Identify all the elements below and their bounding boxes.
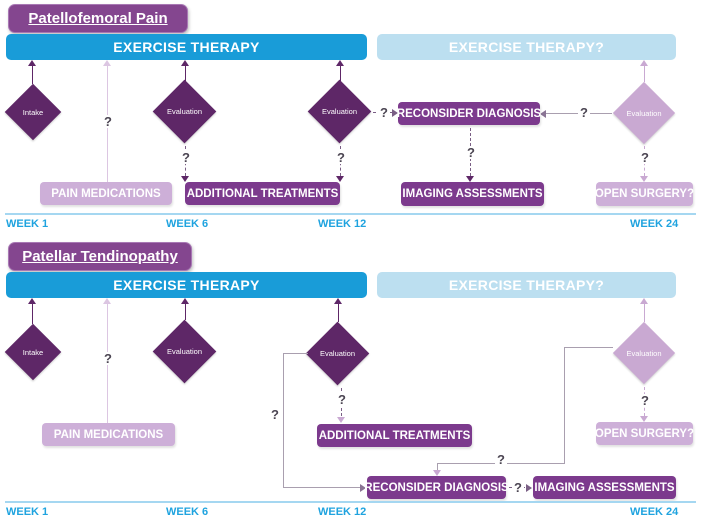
connector-line (340, 66, 341, 81)
question-mark: ? (378, 105, 390, 120)
evaluation-label: Evaluation (626, 348, 662, 358)
arrow-right-icon (360, 484, 366, 492)
diagram1-intake-diamond: Intake (4, 83, 62, 141)
connector-line (437, 463, 438, 471)
arrow-down-icon (640, 176, 648, 182)
question-mark: ? (512, 480, 524, 495)
arrow-up-icon (181, 298, 189, 304)
diagram2-evaluation-week6-diamond: Evaluation (152, 319, 217, 384)
diagram2-open-surgery-box: OPEN SURGERY? (595, 422, 694, 445)
arrow-right-icon (526, 484, 532, 492)
evaluation-label: Evaluation (319, 349, 356, 358)
diagram1-evaluation-week6-diamond: Evaluation (152, 79, 217, 144)
arrow-up-icon (28, 298, 36, 304)
diagram1-evaluation-week24-diamond: Evaluation (612, 81, 676, 145)
intake-label: Intake (22, 107, 44, 117)
diagram1-reconsider-diagnosis-box: RECONSIDER DIAGNOSIS (397, 102, 541, 125)
arrow-up-icon (28, 60, 36, 66)
connector-line (283, 353, 284, 488)
diagram2-reconsider-diagnosis-box: RECONSIDER DIAGNOSIS (364, 476, 509, 499)
connector-line (338, 304, 339, 322)
diagram2-title: Patellar Tendinopathy (8, 242, 192, 271)
arrow-up-icon (336, 60, 344, 66)
diagram1-additional-treatments-box: ADDITIONAL TREATMENTS (185, 182, 340, 205)
arrow-up-icon (181, 60, 189, 66)
diagram2-evaluation-week12-diamond: Evaluation (305, 321, 370, 386)
arrow-down-icon (181, 176, 189, 182)
diagram2-additional-treatments-box: ADDITIONAL TREATMENTS (317, 424, 472, 447)
connector-line (564, 347, 613, 348)
diagram1-imaging-assessments-box: IMAGING ASSESSMENTS (401, 182, 544, 206)
week-label: WEEK 1 (6, 218, 49, 230)
arrow-down-icon (337, 417, 345, 423)
arrow-up-icon (103, 60, 111, 66)
arrow-up-icon (640, 298, 648, 304)
timeline-axis (5, 213, 696, 215)
question-mark: ? (639, 150, 651, 165)
question-mark: ? (102, 351, 114, 366)
connector-line (644, 66, 645, 82)
connector-line (185, 304, 186, 320)
diagram1-exercise-therapy-question-bar: EXERCISE THERAPY? (377, 34, 676, 60)
diagram2-exercise-therapy-question-bar: EXERCISE THERAPY? (377, 272, 676, 298)
diagram2-imaging-assessments-box: IMAGING ASSESSMENTS (533, 476, 676, 499)
question-mark: ? (465, 145, 477, 160)
arrow-left-icon (540, 110, 546, 118)
connector-line (283, 487, 360, 488)
evaluation-label: Evaluation (166, 107, 203, 116)
week-label: WEEK 24 (630, 506, 679, 518)
evaluation-label: Evaluation (166, 347, 203, 356)
question-mark: ? (271, 407, 279, 422)
intake-label: Intake (22, 347, 44, 357)
question-mark: ? (180, 150, 192, 165)
question-mark: ? (578, 105, 590, 120)
arrow-down-icon (433, 470, 441, 476)
connector-line (185, 66, 186, 81)
diagram2-exercise-therapy-bar: EXERCISE THERAPY (6, 272, 367, 298)
arrow-up-icon (640, 60, 648, 66)
arrow-up-icon (103, 298, 111, 304)
arrow-right-icon (392, 109, 398, 117)
connector-line (32, 304, 33, 324)
week-label: WEEK 1 (6, 506, 49, 518)
connector-line (644, 304, 645, 322)
diagram2-intake-diamond: Intake (4, 323, 62, 381)
arrow-down-icon (466, 176, 474, 182)
week-label: WEEK 12 (318, 506, 367, 518)
connector-line (564, 347, 565, 463)
connector-line (283, 353, 308, 354)
question-mark: ? (102, 114, 114, 129)
question-mark: ? (336, 392, 348, 407)
arrow-down-icon (336, 176, 344, 182)
evaluation-label: Evaluation (626, 108, 662, 118)
timeline-axis (5, 501, 696, 503)
question-mark: ? (495, 452, 507, 467)
question-mark: ? (335, 150, 347, 165)
diagram2-evaluation-week24-diamond: Evaluation (612, 321, 676, 385)
connector-line (32, 66, 33, 84)
diagram1-pain-medications-box: PAIN MEDICATIONS (40, 182, 172, 205)
diagram1-open-surgery-box: OPEN SURGERY? (595, 182, 694, 206)
diagram1-evaluation-week12-diamond: Evaluation (307, 79, 372, 144)
diagram1-exercise-therapy-bar: EXERCISE THERAPY (6, 34, 367, 60)
week-label: WEEK 6 (166, 218, 209, 230)
diagram1-title: Patellofemoral Pain (8, 4, 188, 33)
diagram2-pain-medications-box: PAIN MEDICATIONS (42, 423, 175, 446)
week-label: WEEK 6 (166, 506, 209, 518)
week-label: WEEK 12 (318, 218, 367, 230)
question-mark: ? (639, 393, 651, 408)
arrow-up-icon (334, 298, 342, 304)
arrow-down-icon (640, 416, 648, 422)
evaluation-label: Evaluation (321, 107, 358, 116)
week-label: WEEK 24 (630, 218, 679, 230)
